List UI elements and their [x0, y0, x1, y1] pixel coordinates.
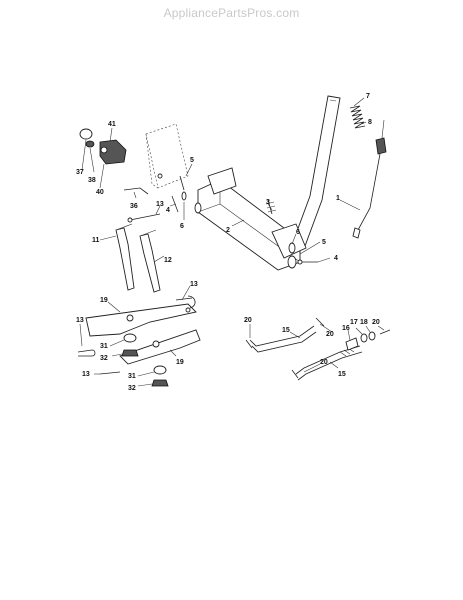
lift-arm-part-19-lower	[119, 329, 201, 365]
pin-part-13-left	[77, 349, 96, 357]
callout-40: 40	[96, 189, 104, 196]
callout-20: 20	[326, 331, 334, 338]
callout-13: 13	[82, 371, 90, 378]
lift-lever-handle	[292, 95, 341, 247]
pin-part-13-right	[175, 295, 196, 309]
callout-6: 6	[296, 229, 300, 236]
callout-17: 17	[350, 319, 358, 326]
callout-7: 7	[366, 93, 370, 100]
callout-13: 13	[76, 317, 84, 324]
callout-20: 20	[320, 359, 328, 366]
spring-part-7	[349, 105, 366, 129]
callout-15: 15	[338, 371, 346, 378]
callout-4: 4	[166, 207, 170, 214]
callout-41: 41	[108, 121, 116, 128]
callout-8: 8	[368, 119, 372, 126]
watermark: AppliancePartsPros.com	[163, 6, 300, 20]
callout-1: 1	[336, 195, 340, 202]
clip-part-36	[123, 187, 149, 195]
callout-5: 5	[322, 239, 326, 246]
callout-18: 18	[360, 319, 368, 326]
callout-32: 32	[100, 355, 108, 362]
callout-31: 31	[100, 343, 108, 350]
lift-link-part-11	[115, 223, 135, 291]
nut-part-32-upper	[121, 349, 139, 357]
callout-15: 15	[282, 327, 290, 334]
nut-part-32-lower	[151, 379, 169, 387]
callouts: 7 8 1 41 37 38 40 36 5 4 6 3 2 6 5 4 13 …	[76, 93, 380, 392]
callout-16: 16	[342, 325, 350, 332]
bushing-part-31-lower	[153, 365, 167, 375]
washer-part-17-18	[360, 331, 376, 343]
pin-part-20	[245, 317, 391, 379]
bushing-part-31-upper	[123, 333, 137, 343]
grip-part-8	[375, 137, 387, 155]
bracket-plate	[145, 123, 189, 189]
callout-3: 3	[266, 199, 270, 206]
lever-part-41	[99, 139, 127, 165]
callout-19: 19	[176, 359, 184, 366]
callout-38: 38	[88, 177, 96, 184]
pin-part-4-right	[297, 259, 318, 265]
pin-part-13-bottom	[99, 371, 121, 375]
callout-11: 11	[92, 237, 100, 244]
rod-part-1	[352, 119, 385, 239]
callout-36: 36	[130, 203, 138, 210]
callout-19: 19	[100, 297, 108, 304]
callout-37: 37	[76, 169, 84, 176]
pins-part-13-top	[127, 213, 161, 223]
callout-12: 12	[164, 257, 172, 264]
lift-arm-part-19-upper	[85, 303, 197, 337]
clevis-part-16	[345, 337, 359, 351]
callout-5: 5	[190, 157, 194, 164]
washer-part-6	[194, 202, 297, 269]
lift-link-part-12	[139, 229, 161, 293]
knob-part-37-38	[79, 128, 95, 148]
callout-6: 6	[180, 223, 184, 230]
callout-4: 4	[334, 255, 338, 262]
callout-13: 13	[156, 201, 164, 208]
callout-20: 20	[372, 319, 380, 326]
callout-32: 32	[128, 385, 136, 392]
callout-13: 13	[190, 281, 198, 288]
rod-part-15-upper	[249, 325, 317, 353]
leader-lines	[79, 97, 385, 387]
lift-shaft-part-2	[197, 167, 307, 271]
rod-part-15-lower	[295, 345, 363, 381]
pivot-parts-5-4-6	[171, 175, 187, 213]
callout-2: 2	[226, 227, 230, 234]
callout-31: 31	[128, 373, 136, 380]
callout-20: 20	[244, 317, 252, 324]
